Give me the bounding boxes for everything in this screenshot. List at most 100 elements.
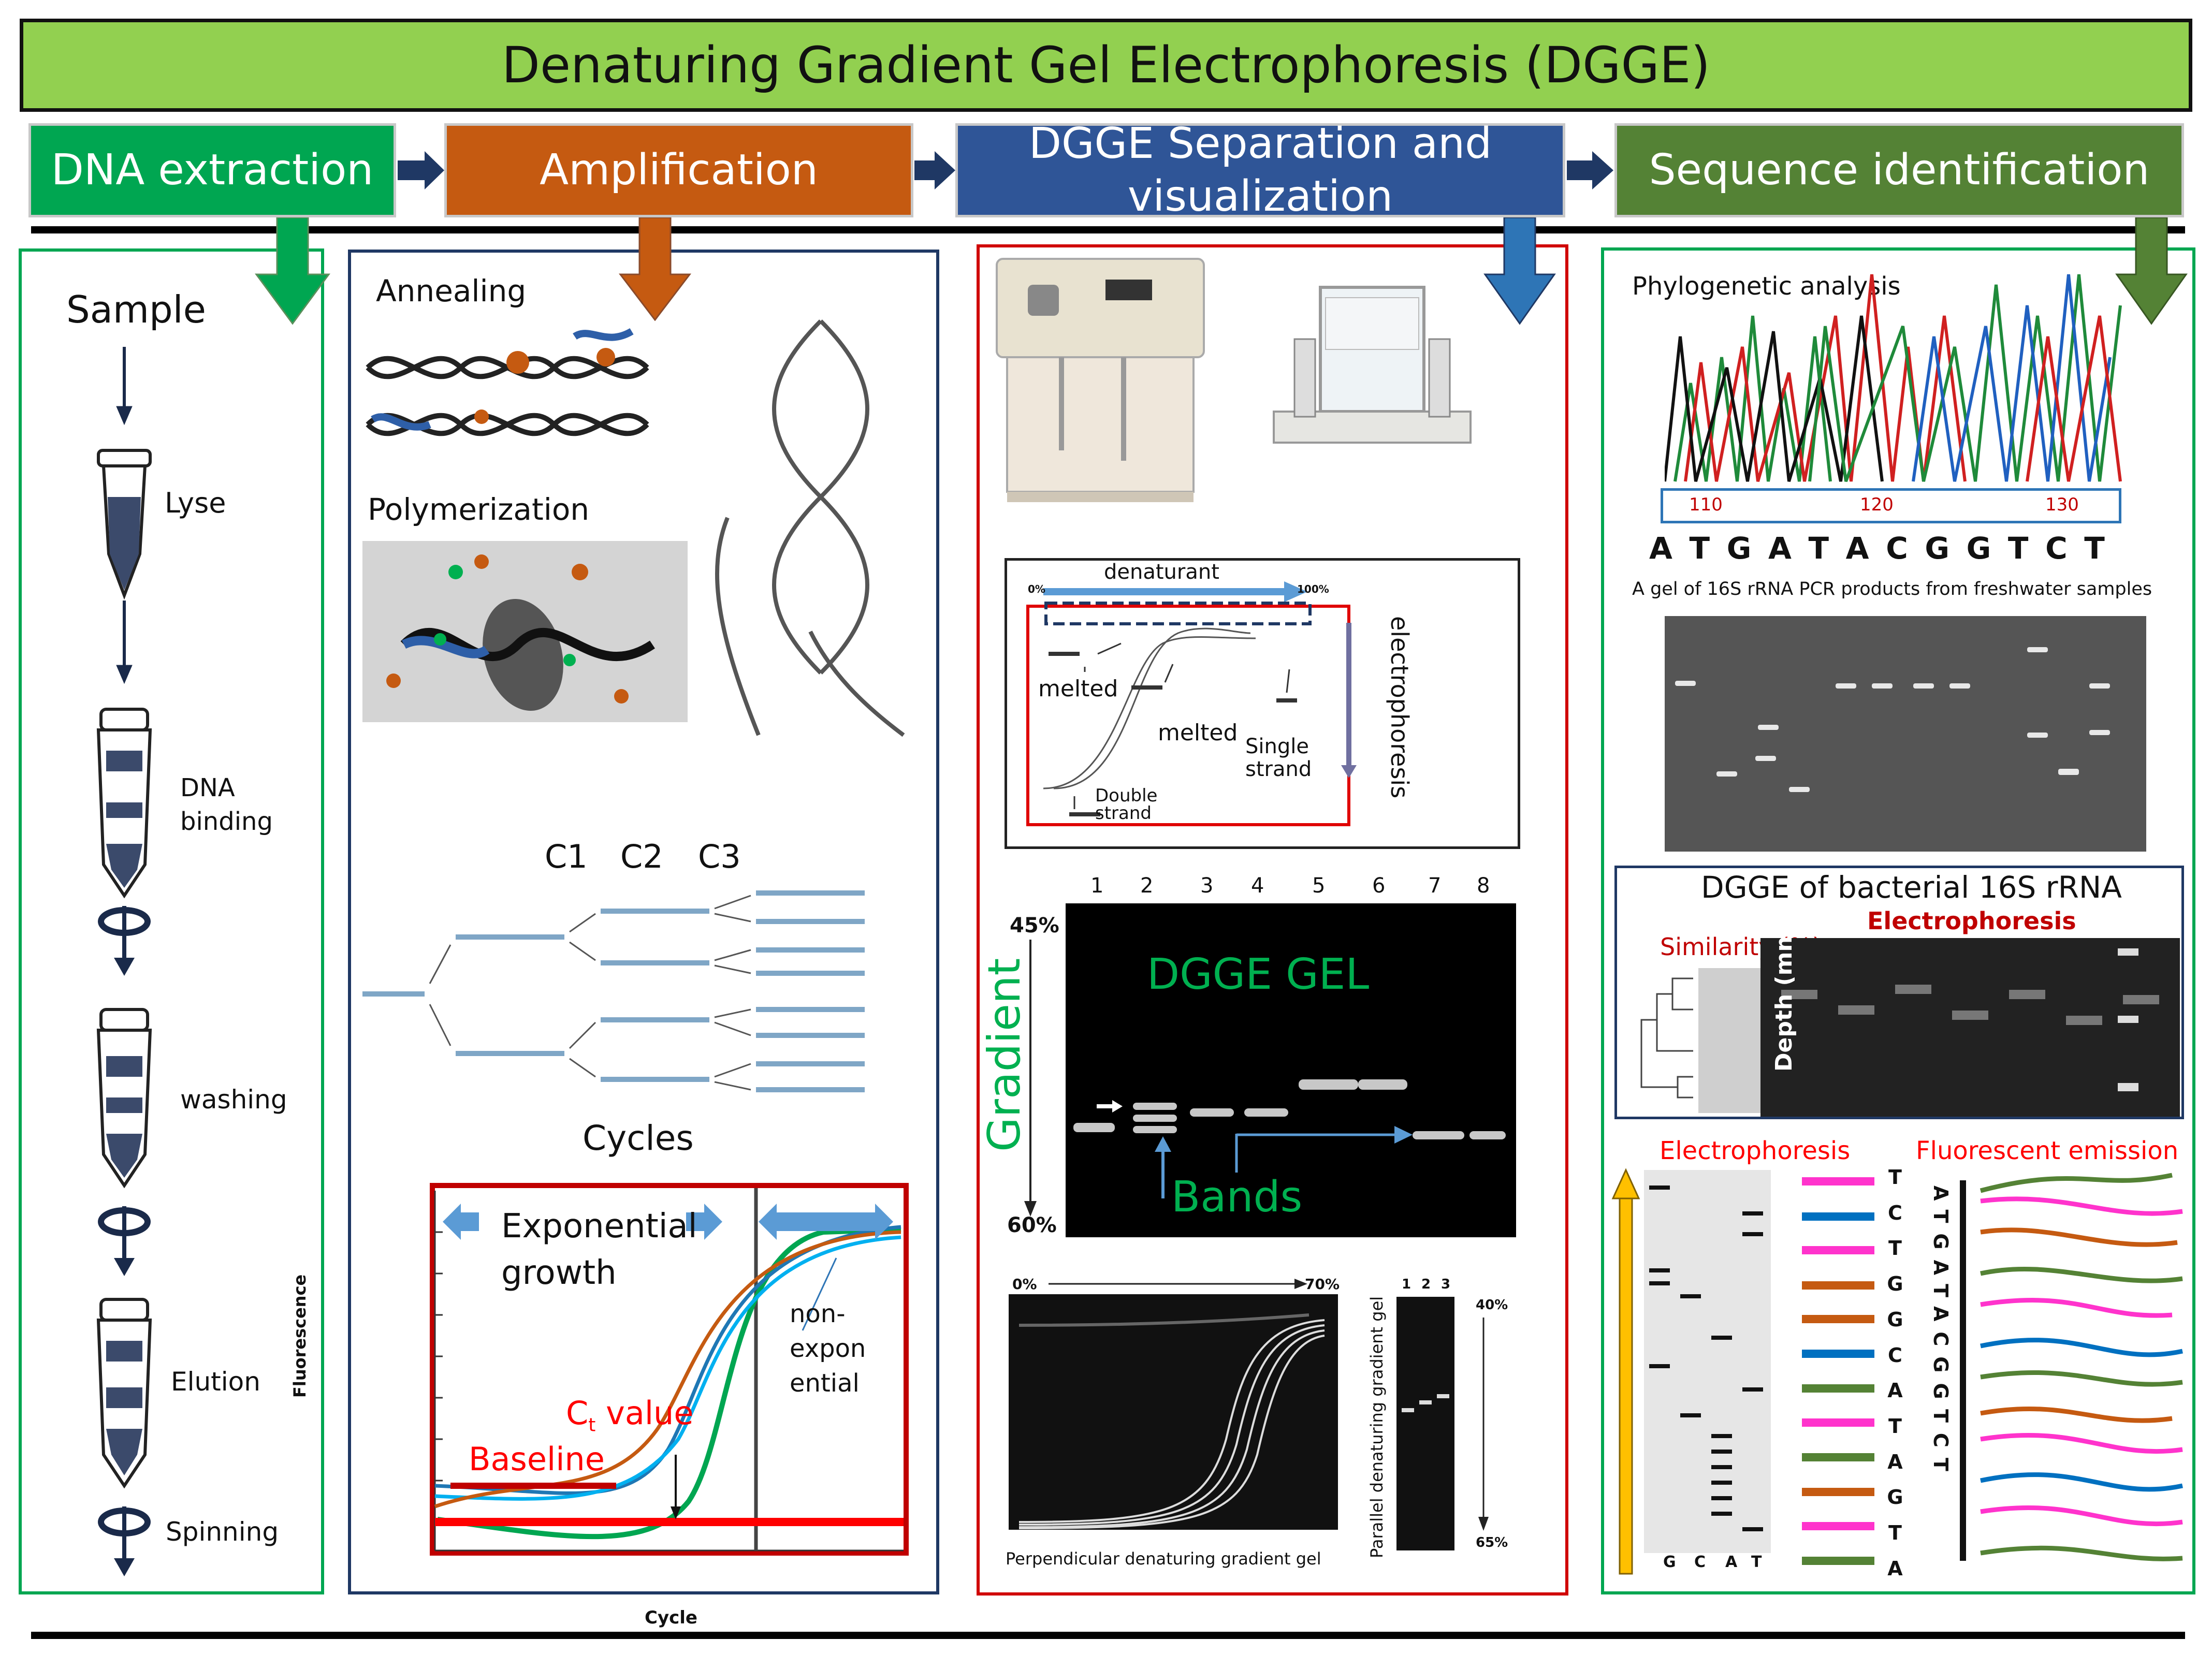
helix-image xyxy=(715,319,905,737)
dgge-gel xyxy=(1066,903,1516,1237)
read-base: G xyxy=(1887,1308,1903,1331)
read-base: T xyxy=(1888,1521,1902,1545)
lane-letter-t: T xyxy=(1751,1553,1762,1571)
lane-letter-g: G xyxy=(1663,1553,1676,1571)
par-lane-2: 2 xyxy=(1421,1277,1431,1292)
base: T xyxy=(2007,531,2029,566)
qpcr-xlabel: Cycle xyxy=(645,1607,697,1628)
qpcr-chart xyxy=(430,1183,909,1556)
stage-label: Amplification xyxy=(540,145,818,195)
position-110: 110 xyxy=(1689,494,1723,515)
perpendicular-gel xyxy=(1009,1294,1338,1530)
sample-label: Sample xyxy=(66,288,206,331)
par-lane-3: 3 xyxy=(1441,1277,1451,1292)
read-base: A xyxy=(1887,1379,1903,1402)
baseline-label: Baseline xyxy=(469,1440,605,1478)
cycles-label: Cycles xyxy=(583,1118,694,1158)
arrow-down-icon xyxy=(255,217,330,325)
gradient-top-label: 45% xyxy=(1010,914,1059,938)
step-lyse: Lyse xyxy=(165,487,226,519)
position-120: 120 xyxy=(1860,494,1894,515)
par-arrow xyxy=(1478,1318,1489,1531)
base: A xyxy=(1649,531,1672,566)
single-strand-text: Single strand xyxy=(1245,735,1312,781)
gel-cassette-image xyxy=(1273,286,1472,444)
arrow-down-icon xyxy=(618,217,692,321)
arrow-down-icon xyxy=(1483,217,1556,325)
read-base: A xyxy=(1887,1557,1903,1580)
page-title: Denaturing Gradient Gel Electrophoresis … xyxy=(20,19,2192,112)
par-40-label: 40% xyxy=(1476,1297,1508,1313)
parallel-gel xyxy=(1396,1297,1454,1550)
freshwater-gel xyxy=(1665,616,2146,852)
read-base: T xyxy=(1888,1166,1902,1189)
read-base: A xyxy=(1887,1450,1903,1473)
gradient-arrow xyxy=(1024,940,1037,1217)
spin-icon xyxy=(98,1506,151,1576)
base-sequence: A T G A T A C G G T C T xyxy=(1649,531,2105,566)
stage-dna-extraction: DNA extraction xyxy=(28,123,396,217)
ct-subscript: t xyxy=(588,1414,596,1436)
step-washing: washing xyxy=(180,1085,287,1115)
melted-label-2: melted xyxy=(1158,720,1238,746)
base: T xyxy=(2084,531,2105,566)
read-base: C xyxy=(1888,1201,1902,1224)
extraction-panel xyxy=(19,248,324,1594)
lane-letter-a: A xyxy=(1725,1553,1738,1571)
perpendicular-gel-curves xyxy=(1018,1313,1325,1529)
parallel-gel-bands xyxy=(1402,1394,1449,1412)
stage-label: Sequence identification xyxy=(1649,145,2150,195)
perp-70-label: 70% xyxy=(1305,1276,1340,1293)
base: A xyxy=(1768,531,1792,566)
par-lane-1: 1 xyxy=(1402,1277,1411,1292)
arrow-right-icon xyxy=(398,151,444,189)
step-dna-binding-text: DNA binding xyxy=(180,773,273,836)
denaturant-label: denaturant xyxy=(1104,560,1219,584)
lane-5-label: 5 xyxy=(1312,874,1326,898)
dgge-down-arrow xyxy=(1483,217,1556,325)
sanger-gel xyxy=(1644,1170,1771,1553)
pcr-cycles-diagram xyxy=(362,890,865,1092)
polymerase-drawing xyxy=(386,554,655,711)
par-caption: Parallel denaturing gradient gel xyxy=(1367,1296,1387,1558)
bands-label: Bands xyxy=(1171,1173,1303,1222)
perp-caption: Perpendicular denaturing gradient gel xyxy=(1006,1549,1321,1569)
stage-amplification: Amplification xyxy=(444,123,913,217)
single-strand-label: Single strand xyxy=(1245,735,1333,781)
lane-8-label: 8 xyxy=(1477,874,1490,898)
stage-arrows xyxy=(31,151,2185,233)
lane-letter-c: C xyxy=(1694,1553,1706,1571)
pct-0-label: 0% xyxy=(1028,583,1045,595)
dgge-gel-title: DGGE GEL xyxy=(1147,950,1370,999)
gradient-bottom-label: 60% xyxy=(1007,1213,1057,1237)
annealing-image xyxy=(366,328,649,436)
gradient-label: Gradient xyxy=(979,958,1030,1152)
extraction-down-arrow xyxy=(255,217,330,325)
read-base: T xyxy=(1888,1237,1902,1260)
cycle-label-c2: C2 xyxy=(620,838,663,875)
tube-icon xyxy=(97,449,152,600)
base: A xyxy=(1845,531,1869,566)
bacterial-dgge-title: DGGE of bacterial 16S rRNA xyxy=(1701,870,2122,905)
perp-0-label: 0% xyxy=(1012,1276,1037,1293)
yellow-arrow xyxy=(1611,1168,1640,1575)
spin-icon xyxy=(98,906,151,976)
step-dna-binding: DNA binding xyxy=(180,771,294,839)
spin-icon xyxy=(98,1206,151,1276)
lane-6-label: 6 xyxy=(1372,874,1386,898)
nonexp-text: non- expon ential xyxy=(790,1299,866,1398)
melted-label-1: melted xyxy=(1038,676,1118,702)
nonexp-label: non- expon ential xyxy=(790,1297,878,1401)
read-bases: T C T G G C A T A G T A xyxy=(1885,1166,1905,1580)
bottom-divider xyxy=(31,1632,2185,1639)
stage-sequence-identification: Sequence identification xyxy=(1614,123,2184,217)
gel-caption: A gel of 16S rRNA PCR products from fres… xyxy=(1632,579,2152,599)
position-130: 130 xyxy=(2045,494,2079,515)
extraction-diagram xyxy=(96,347,152,1576)
par-65-label: 65% xyxy=(1476,1535,1508,1550)
ct-value-label: Ct value xyxy=(566,1394,693,1436)
electrophoresis-red-label: Electrophoresis xyxy=(1867,907,2076,935)
page-title-text: Denaturing Gradient Gel Electrophoresis … xyxy=(502,36,1710,94)
qpcr-ylabel: Fluorescence xyxy=(290,1274,310,1398)
read-base: C xyxy=(1888,1343,1902,1367)
